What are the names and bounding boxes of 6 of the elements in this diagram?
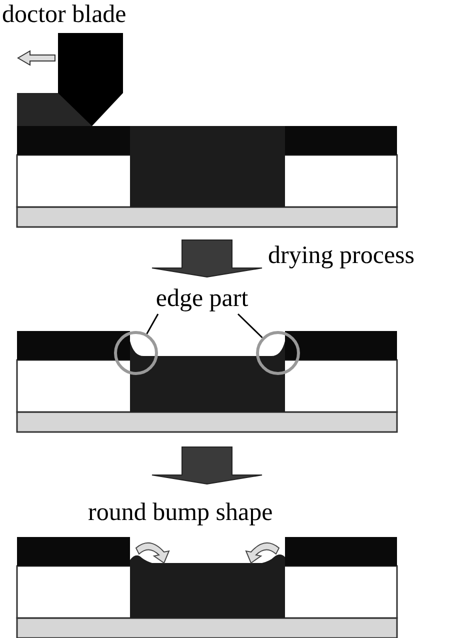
caption-text: drying process <box>268 241 414 271</box>
leader-line <box>146 314 159 334</box>
caption-text: doctor blade <box>2 0 126 30</box>
leader-line <box>237 313 263 338</box>
caption-text: round bump shape <box>88 498 273 528</box>
callout-label: edge part <box>132 284 272 314</box>
